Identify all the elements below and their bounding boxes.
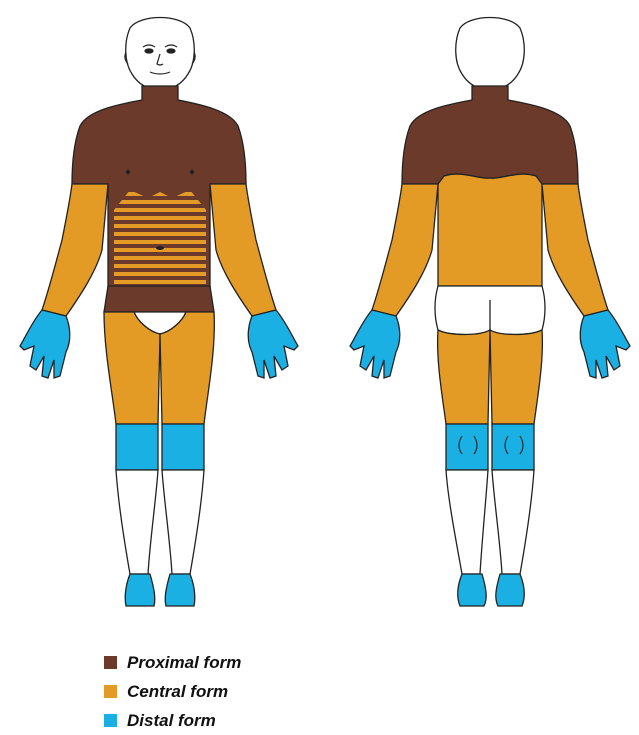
front-arm-left-central: [42, 184, 108, 316]
back-midback-central: [438, 174, 542, 286]
front-knee-right-distal: [162, 424, 204, 470]
front-head: [126, 18, 195, 91]
back-knee-right-distal: [492, 424, 534, 470]
front-knee-left-distal: [116, 424, 158, 470]
legend-label-distal: Distal form: [127, 711, 216, 731]
legend-swatch-central: [104, 685, 117, 698]
back-thigh-left-central: [438, 330, 490, 424]
front-nipple-left: [126, 170, 130, 174]
back-calf-left: [446, 470, 488, 574]
legend-item-central: Central form: [104, 677, 241, 706]
back-knee-left-distal: [446, 424, 488, 470]
front-pelvis-proximal: [104, 286, 214, 312]
front-foot-right-distal: [165, 574, 195, 606]
front-arm-right-central: [210, 184, 276, 316]
body-map-figure: [0, 0, 639, 630]
back-calf-right: [492, 470, 534, 574]
back-hand-left-distal: [350, 310, 400, 378]
back-head: [456, 18, 525, 91]
legend-swatch-distal: [104, 714, 117, 727]
front-nipple-right: [190, 170, 194, 174]
back-foot-left-distal: [458, 574, 486, 606]
legend-label-proximal: Proximal form: [127, 653, 241, 673]
legend-item-proximal: Proximal form: [104, 648, 241, 677]
back-arm-left-central: [372, 184, 438, 316]
front-navel: [156, 246, 164, 250]
front-foot-left-distal: [125, 574, 155, 606]
front-abdomen-striped: [114, 190, 206, 300]
back-hand-right-distal: [580, 310, 630, 378]
back-arm-right-central: [542, 184, 608, 316]
legend-label-central: Central form: [127, 682, 228, 702]
legend: Proximal form Central form Distal form: [104, 648, 241, 735]
back-thigh-right-central: [490, 330, 542, 424]
legend-swatch-proximal: [104, 656, 117, 669]
front-shin-right: [162, 470, 204, 574]
front-shin-left: [116, 470, 158, 574]
front-hand-left-distal: [20, 310, 70, 378]
back-body-view: [350, 18, 630, 607]
front-body-view: [20, 18, 298, 607]
front-hand-right-distal: [248, 310, 298, 378]
back-foot-right-distal: [496, 574, 524, 606]
back-proximal-upper: [402, 86, 578, 184]
